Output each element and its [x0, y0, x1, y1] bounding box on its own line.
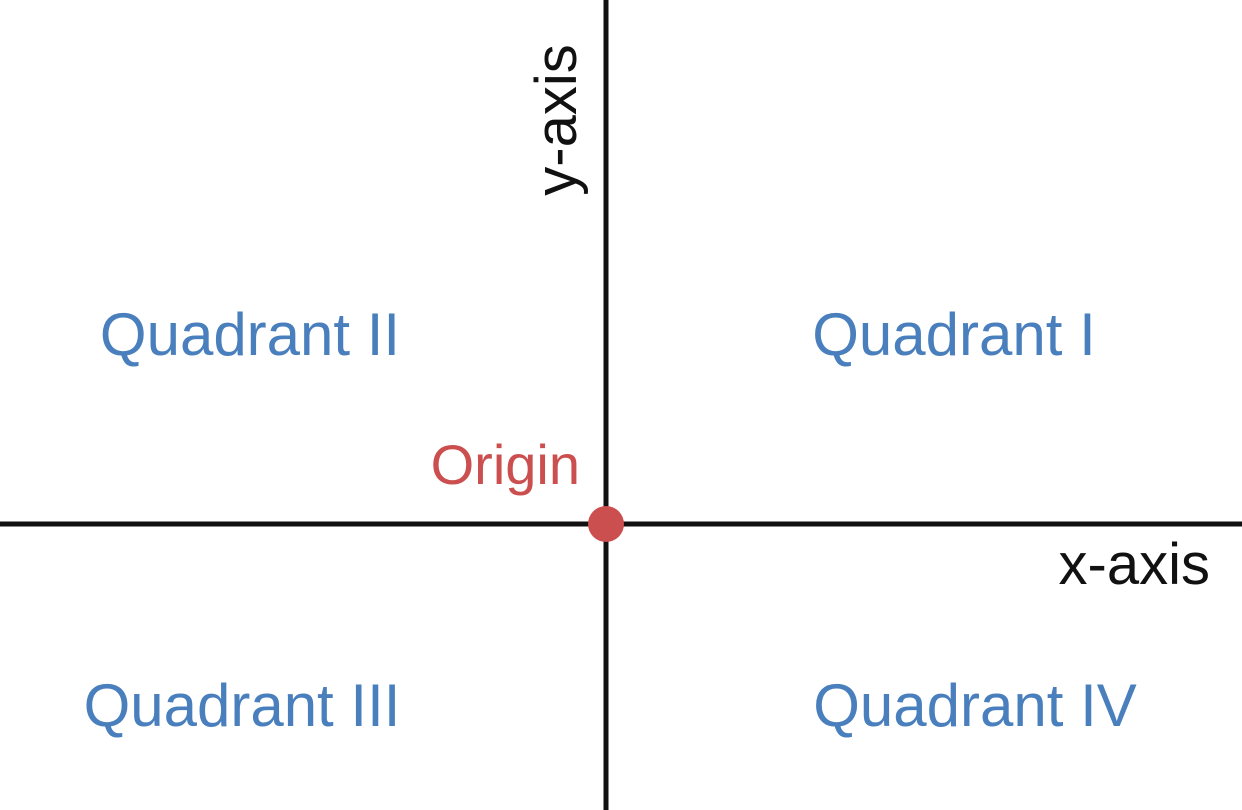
origin-label: Origin	[431, 433, 580, 496]
quadrant-2-label: Quadrant II	[100, 301, 400, 368]
y-axis-label: y-axis	[524, 44, 589, 195]
quadrant-3-label: Quadrant III	[84, 672, 401, 739]
quadrant-4-label: Quadrant IV	[813, 672, 1137, 739]
origin-point	[588, 506, 624, 542]
x-axis-label: x-axis	[1059, 532, 1210, 597]
quadrant-1-label: Quadrant I	[812, 301, 1096, 368]
